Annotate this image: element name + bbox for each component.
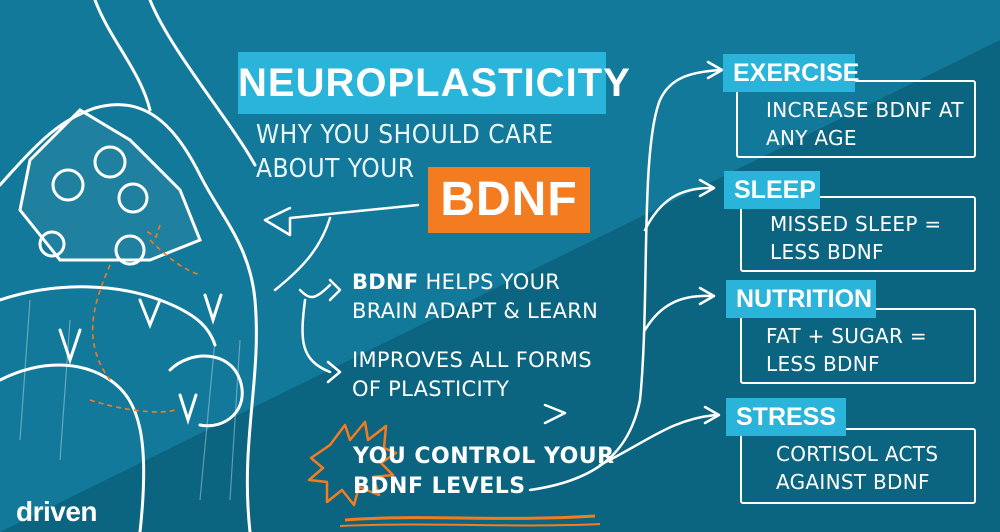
factor-nutrition-text: FAT + SUGAR = LESS BDNF (766, 322, 927, 378)
subtitle: WHY YOU SHOULD CARE ABOUT YOUR (256, 118, 576, 186)
factor-nutrition-heading: NUTRITION (726, 280, 876, 318)
point-line-2: BRAIN ADAPT & LEARN (352, 299, 599, 323)
factor-text-line-1: INCREASE BDNF AT (766, 98, 964, 122)
factor-exercise-text: INCREASE BDNF AT ANY AGE (766, 96, 964, 152)
factor-stress-heading: STRESS (726, 398, 846, 436)
subtitle-line-2: ABOUT YOUR (256, 154, 415, 184)
point-line-1: IMPROVES ALL FORMS (352, 348, 592, 372)
point-line-1: HELPS YOUR (418, 270, 561, 294)
factor-exercise-box (736, 80, 976, 158)
factor-exercise-heading: EXERCISE (723, 54, 859, 92)
factor-text-line-2: AGAINST BDNF (776, 470, 930, 494)
factor-text-line-1: MISSED SLEEP = (770, 212, 942, 236)
point-adapt-learn: BDNF HELPS YOUR BRAIN ADAPT & LEARN (352, 268, 598, 326)
starburst-icon (307, 420, 398, 507)
factor-text-line-2: ANY AGE (766, 126, 857, 150)
neuron-synapse-icon (0, 0, 258, 532)
point-plasticity: IMPROVES ALL FORMS OF PLASTICITY (352, 346, 592, 404)
factor-text-line-1: CORTISOL ACTS (776, 442, 939, 466)
control-line-1: YOU CONTROL YOUR (353, 444, 615, 469)
control-callout: YOU CONTROL YOUR BDNF LEVELS (353, 442, 615, 502)
page-title: NEUROPLASTICITY (238, 52, 630, 114)
factor-sleep-text: MISSED SLEEP = LESS BDNF (770, 210, 941, 266)
point-line-2: OF PLASTICITY (352, 377, 510, 401)
factor-sleep-heading: SLEEP (724, 171, 820, 209)
factor-text-line-1: FAT + SUGAR = (766, 324, 927, 348)
subtitle-line-1: WHY YOU SHOULD CARE (256, 120, 554, 150)
factor-text-line-2: LESS BDNF (766, 352, 880, 376)
factor-stress-box (740, 428, 976, 504)
brand-logo: driven (16, 496, 98, 527)
factor-sleep-box (740, 196, 976, 272)
control-line-2: BDNF LEVELS (353, 474, 526, 499)
factor-text-line-2: LESS BDNF (770, 240, 884, 264)
bdnf-highlight: BDNF (428, 167, 590, 233)
point-bold-term: BDNF (352, 270, 419, 294)
factor-stress-text: CORTISOL ACTS AGAINST BDNF (776, 440, 938, 496)
